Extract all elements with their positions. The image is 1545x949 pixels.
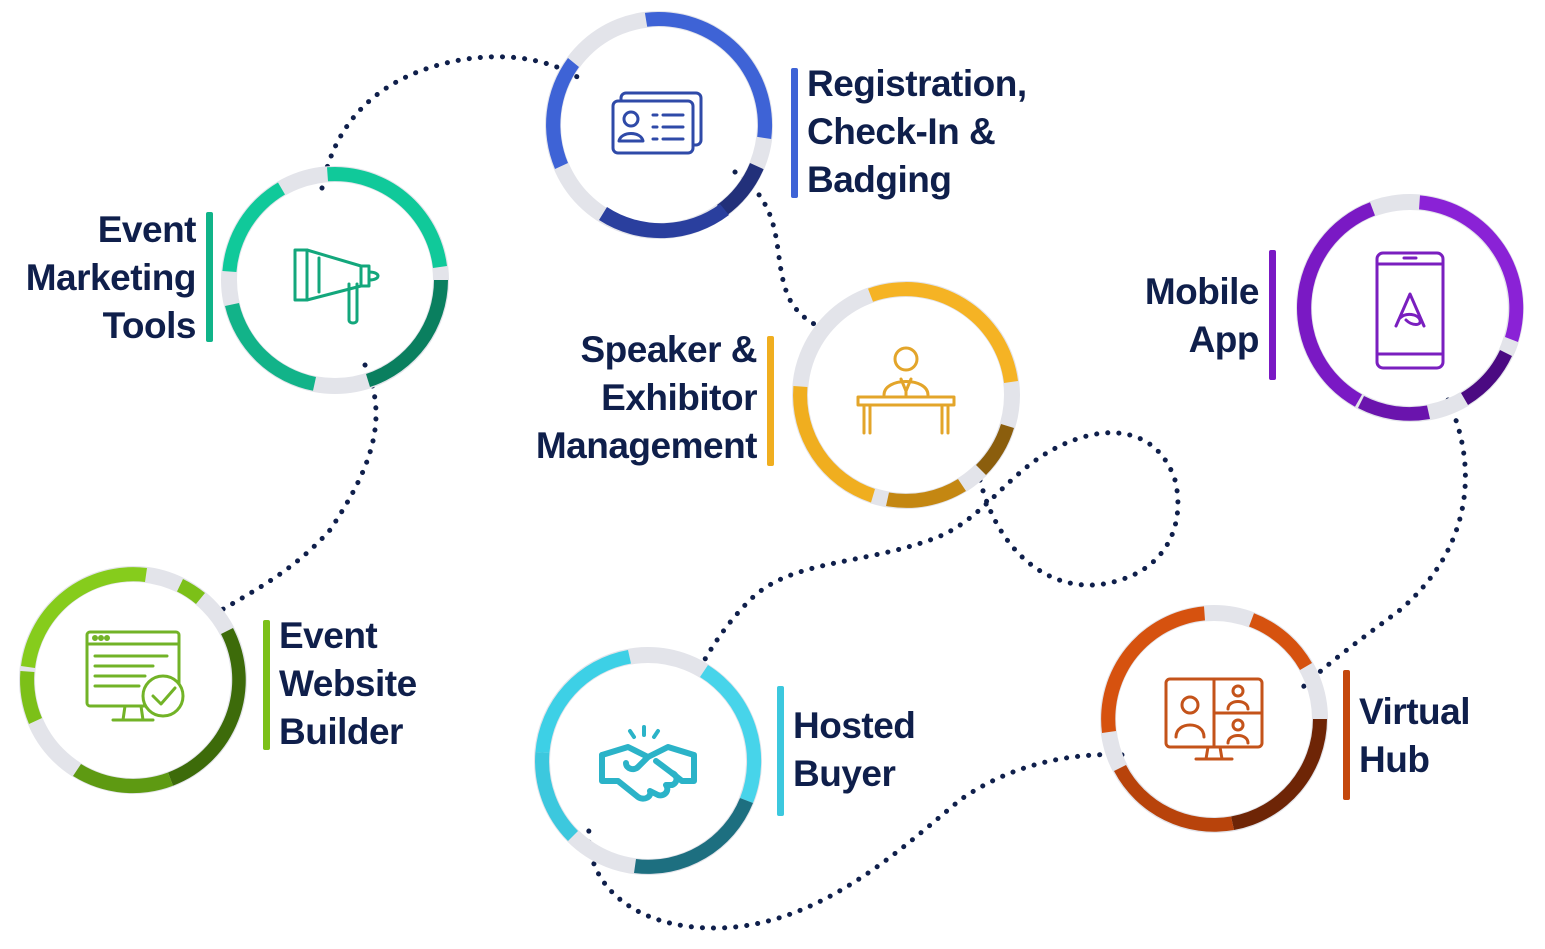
connector-hosted-virtual xyxy=(586,752,1128,931)
ring-arc-bottom xyxy=(1358,396,1430,421)
ring-arc-shade xyxy=(168,628,246,786)
ring-arc-top xyxy=(535,650,631,753)
node-virtual[interactable] xyxy=(1089,594,1339,844)
accent-bar-hosted xyxy=(777,686,784,816)
ring-arc-top xyxy=(868,282,1018,383)
label-line: Virtual xyxy=(1359,691,1470,732)
ring-arc-left xyxy=(1296,202,1375,407)
accent-bar-marketing xyxy=(206,212,213,342)
label-line: Builder xyxy=(279,711,403,752)
node-face xyxy=(1324,222,1496,394)
accent-bar-virtual xyxy=(1343,670,1350,800)
label-line: Event xyxy=(97,209,197,250)
video-conference-icon xyxy=(1164,677,1264,761)
accent-bar-registration xyxy=(791,68,798,198)
megaphone-icon xyxy=(293,248,380,325)
ring-arc-left xyxy=(535,752,578,841)
node-face xyxy=(249,194,421,366)
label-hosted: Hosted Buyer xyxy=(793,702,916,798)
label-line: App xyxy=(1188,319,1260,360)
label-line: Website xyxy=(279,663,417,704)
ring-arc-shade xyxy=(1461,350,1512,405)
speaker-podium-icon xyxy=(856,346,956,435)
connector-registration-speaker xyxy=(732,169,833,335)
label-mobile: Mobile App xyxy=(1144,268,1260,364)
label-line: Registration, xyxy=(807,63,1027,104)
ring-arc-tick xyxy=(177,579,205,604)
ring-arc-top xyxy=(327,167,447,268)
ring-arc-shade xyxy=(1231,719,1327,830)
label-line: Marketing xyxy=(25,257,197,298)
handshake-icon xyxy=(599,725,697,802)
mobile-phone-icon xyxy=(1375,251,1445,370)
ring-arc-bottom xyxy=(599,204,729,239)
label-speaker: Speaker & Exhibitor Management xyxy=(535,326,758,470)
ring-arc-top xyxy=(21,567,147,668)
accent-bar-website xyxy=(263,620,270,750)
accent-bar-speaker xyxy=(767,336,774,466)
ring-arc-shade xyxy=(634,798,753,874)
connector-marketing-registration xyxy=(319,54,585,191)
label-line: Tools xyxy=(102,305,197,346)
connector-speaker-loop-hosted xyxy=(697,430,1181,671)
id-badge-icon xyxy=(611,91,703,155)
label-line: Speaker & xyxy=(580,329,758,370)
label-line: Hub xyxy=(1359,739,1430,780)
ring-arc-right xyxy=(700,665,762,803)
ring-arc-right xyxy=(1249,613,1312,670)
connector-marketing-website xyxy=(202,362,379,623)
label-line: Management xyxy=(535,425,758,466)
ring-arc-top xyxy=(1419,195,1524,343)
label-line: Exhibitor xyxy=(601,377,757,418)
ring-arc-bottom xyxy=(1114,765,1234,832)
node-speaker[interactable] xyxy=(781,270,1031,520)
ring-arc-shade xyxy=(717,163,764,216)
ring-arc-bottom xyxy=(886,479,966,508)
label-marketing: Event Marketing Tools xyxy=(25,206,197,350)
ring-arc-top xyxy=(1101,606,1205,733)
label-line: Event xyxy=(279,615,378,656)
connector-mobile-virtual xyxy=(1297,397,1468,693)
ring-arc-top xyxy=(644,12,773,139)
label-line: Hosted xyxy=(793,705,916,746)
label-virtual: Virtual Hub xyxy=(1359,688,1470,784)
label-line: Mobile xyxy=(1144,271,1260,312)
node-mobile[interactable] xyxy=(1285,183,1535,433)
ring-arc-shade xyxy=(976,424,1014,475)
label-line: Buyer xyxy=(793,753,896,794)
label-line: Check-In & xyxy=(807,111,996,152)
ring-arc-left xyxy=(20,671,42,724)
node-marketing[interactable] xyxy=(210,155,460,405)
label-line: Badging xyxy=(807,159,952,200)
label-registration: Registration, Check-In & Badging xyxy=(807,60,1027,204)
website-builder-icon xyxy=(85,630,185,722)
node-face xyxy=(47,594,219,766)
node-website[interactable] xyxy=(8,555,258,805)
ring-arc-left xyxy=(546,58,579,169)
ring-arc-shade xyxy=(366,280,448,387)
ring-arc-left xyxy=(222,182,285,272)
ring-arc-bottom xyxy=(73,764,173,794)
node-registration[interactable] xyxy=(534,0,784,250)
ring-arc-bottom xyxy=(225,303,316,391)
label-website: Event Website Builder xyxy=(279,612,417,756)
node-hosted[interactable] xyxy=(523,636,773,886)
ring-arc-left xyxy=(793,386,875,503)
accent-bar-mobile xyxy=(1269,250,1276,380)
